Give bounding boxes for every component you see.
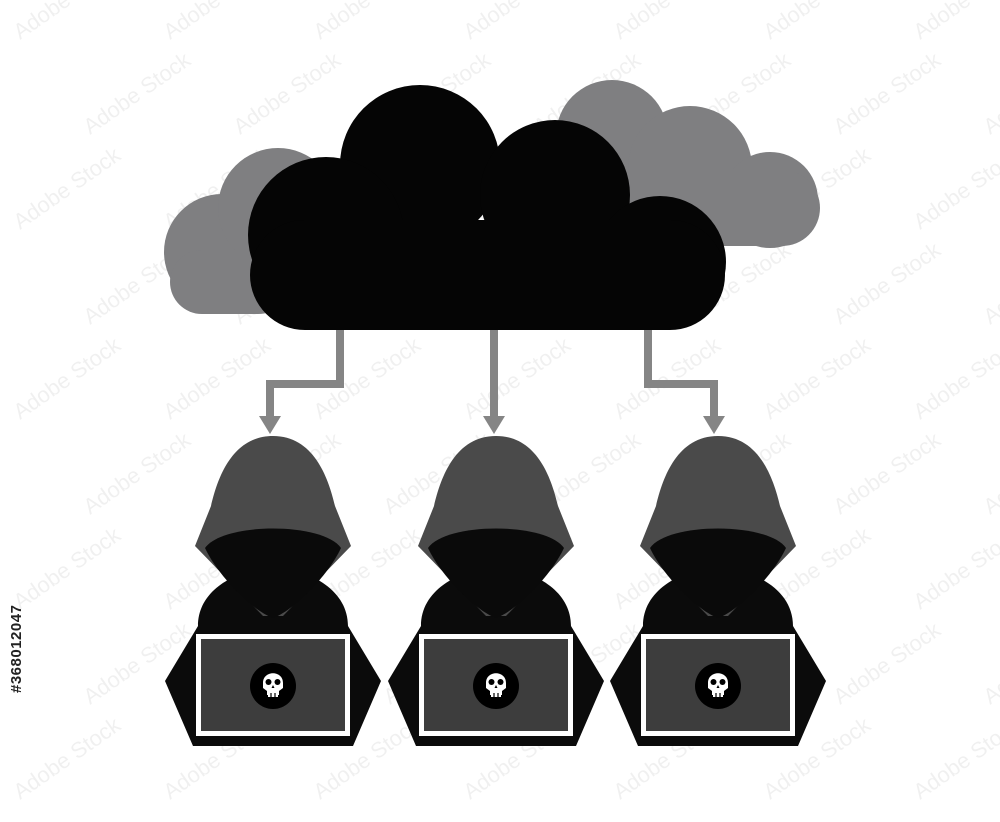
watermark-text: Adobe Stock bbox=[459, 0, 576, 44]
watermark-text: Adobe Stock bbox=[9, 141, 126, 234]
watermark-text: Adobe Stock bbox=[979, 426, 1000, 519]
watermark-text: Adobe Stock bbox=[979, 236, 1000, 329]
arrows bbox=[259, 330, 725, 434]
watermark-text: Adobe Stock bbox=[909, 331, 1000, 424]
watermark-text: Adobe Stock bbox=[909, 141, 1000, 234]
watermark-text: Adobe Stock bbox=[309, 331, 426, 424]
watermark-text: Adobe Stock bbox=[609, 331, 726, 424]
watermark-text: Adobe Stock bbox=[79, 426, 196, 519]
watermark-text: Adobe Stock bbox=[229, 46, 346, 139]
watermark-text: Adobe Stock bbox=[909, 0, 1000, 44]
arrowhead bbox=[483, 416, 505, 434]
watermark-text: Adobe Stock bbox=[829, 616, 946, 709]
arrowhead bbox=[259, 416, 281, 434]
watermark-text: Adobe Stock bbox=[759, 331, 876, 424]
watermark-text: Adobe Stock bbox=[829, 236, 946, 329]
watermark-text: Adobe Stock bbox=[9, 331, 126, 424]
down-arrow-icon bbox=[644, 330, 718, 420]
watermark-text: Adobe Stock bbox=[909, 711, 1000, 804]
watermark-text: Adobe Stock bbox=[9, 711, 126, 804]
watermark-text: Adobe Stock bbox=[979, 616, 1000, 709]
watermark-text: Adobe Stock bbox=[159, 0, 276, 44]
watermark-text: Adobe Stock bbox=[829, 426, 946, 519]
arrowhead bbox=[703, 416, 725, 434]
down-arrow-icon bbox=[266, 330, 344, 420]
watermark-text: Adobe Stock bbox=[829, 46, 946, 139]
cloud-icon bbox=[248, 85, 726, 330]
watermark-text: Adobe Stock bbox=[609, 0, 726, 44]
watermark-text: Adobe Stock bbox=[979, 46, 1000, 139]
stock-id-label: #368012047 bbox=[8, 604, 25, 694]
watermark-text: Adobe Stock bbox=[909, 521, 1000, 614]
watermark-text: Adobe Stock bbox=[9, 0, 126, 44]
watermark-text: Adobe Stock bbox=[759, 0, 876, 44]
watermark-text: Adobe Stock bbox=[79, 46, 196, 139]
watermark-text: Adobe Stock bbox=[459, 331, 576, 424]
watermark-text: Adobe Stock bbox=[159, 331, 276, 424]
watermark-text: Adobe Stock bbox=[309, 0, 426, 44]
